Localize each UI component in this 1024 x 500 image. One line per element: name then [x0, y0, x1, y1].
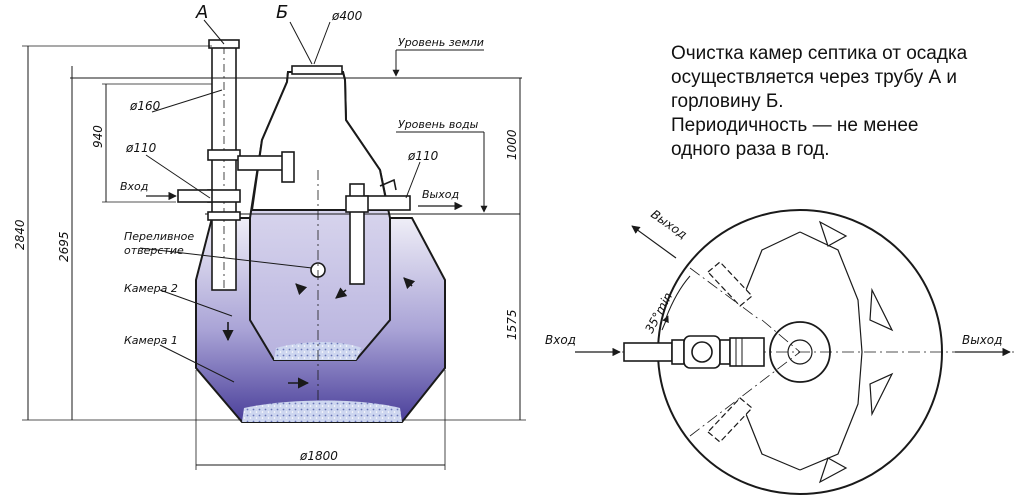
label-d110-left: ø110 [125, 141, 157, 155]
plan-view [575, 209, 1016, 495]
neck-cap [291, 65, 343, 75]
label-angle: 35°min [642, 290, 675, 335]
note-line-5: одного раза в год. [671, 139, 830, 160]
sediment-chamber-1 [242, 400, 402, 422]
chamber-2-air [250, 71, 390, 211]
label-plan-inlet: Вход [545, 333, 576, 347]
note-line-3: горловину Б. [671, 91, 784, 112]
inlet-pipe [177, 189, 213, 203]
label-d110-right: ø110 [407, 149, 439, 163]
label-chamber-1: Камера 1 [124, 334, 178, 347]
dim-1575: 1575 [505, 309, 519, 340]
label-chamber-2: Камера 2 [124, 282, 178, 295]
label-pipe-a: А [195, 2, 208, 23]
label-neck-b: Б [276, 2, 288, 23]
note-line-2: осуществляется через трубу А и [671, 67, 958, 88]
label-outlet: Выход [422, 188, 459, 201]
label-overflow-2: отверстие [124, 244, 184, 257]
label-inlet: Вход [120, 180, 148, 193]
dim-940: 940 [91, 125, 105, 148]
dim-2840: 2840 [13, 219, 27, 250]
cleaning-note: Очистка камер септика от осадка осуществ… [671, 42, 1016, 162]
note-line-4: Периодичность — не менее [671, 115, 919, 136]
label-overflow-1: Переливное [124, 230, 194, 243]
outlet-pipe [365, 195, 411, 211]
label-plan-outlet-right: Выход [962, 333, 1002, 347]
plan-inlet-pipe [623, 342, 673, 362]
label-plan-outlet-top: Выход [648, 207, 689, 242]
dim-1000: 1000 [505, 129, 519, 160]
note-line-1: Очистка камер септика от осадка [671, 43, 968, 64]
dim-2695: 2695 [57, 231, 71, 262]
label-d1800: ø1800 [299, 449, 338, 463]
plan-inner-chamber [799, 231, 863, 471]
label-water-level: Уровень воды [398, 118, 479, 131]
label-ground-level: Уровень земли [398, 36, 484, 49]
label-d400: ø400 [331, 9, 363, 23]
side-view [22, 19, 526, 470]
label-d160: ø160 [129, 99, 161, 113]
